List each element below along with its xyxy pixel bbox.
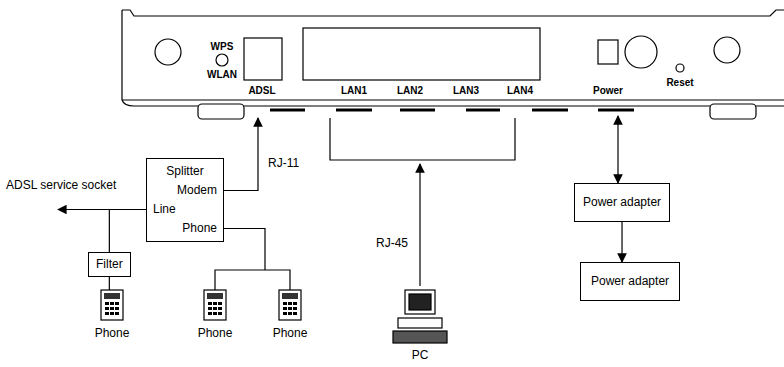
cable-label: RJ-45 [376,236,408,250]
connector [109,210,146,253]
filter-box: Filter [88,252,131,277]
phone-icon [279,290,301,320]
socket-label: ADSL service socket [6,178,116,192]
node-text: Power adapter [583,195,661,210]
node-text: Modem [177,183,217,198]
node-text: Splitter [166,164,203,179]
phone-label: Phone [198,326,233,340]
splitter-box: SplitterModemLinePhone [146,158,224,242]
phone-wire [109,277,110,290]
power-adapter-box: Power adapter [574,183,670,222]
node-text: Filter [96,257,123,272]
port-label: LAN3 [453,84,479,98]
port-label: ADSL [248,84,275,98]
connector [621,222,622,262]
phone-label: Phone [95,326,130,340]
phone-icon [101,290,123,320]
rj11-wire [224,118,258,191]
router-housing [122,10,784,119]
phone-wire [215,270,290,290]
pc-icon [393,290,447,343]
phone-label: Phone [273,326,308,340]
phone-icon [204,290,226,320]
power-adapter-box: Power adapter [580,262,680,301]
wires [58,118,290,290]
port-label: Power [593,84,623,98]
port-label: LAN2 [397,84,423,98]
port-label: LAN1 [341,84,367,98]
pc-label: PC [412,348,429,362]
cable-label: RJ-11 [268,156,299,170]
port-label: LAN4 [507,84,533,98]
node-text: Phone [182,221,217,236]
node-text: Power adapter [591,274,669,289]
port-label: WLAN [207,68,237,82]
phone-wire [224,229,265,271]
port-label: Reset [666,76,693,90]
port-label: WPS [211,40,234,54]
node-text: Line [153,202,176,217]
port-slots [270,109,634,112]
